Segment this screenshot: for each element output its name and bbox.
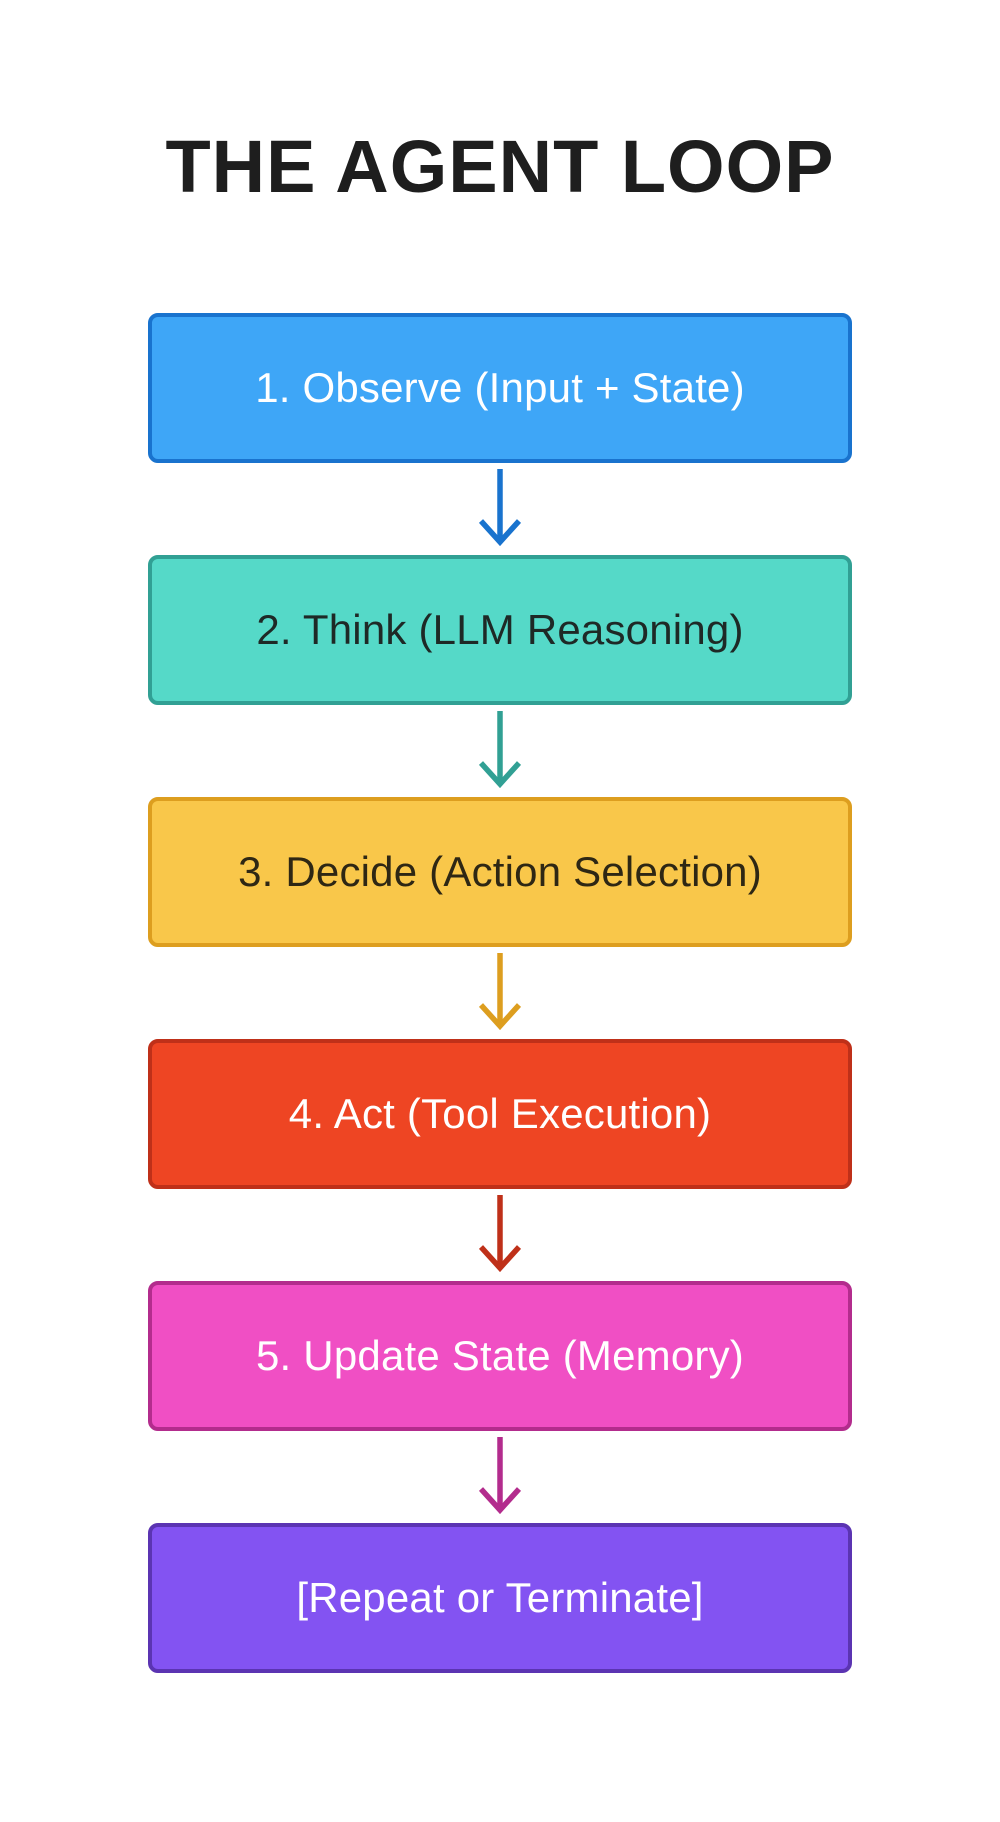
step-box-update-state: 5. Update State (Memory) [148, 1281, 852, 1431]
arrow-down-icon-act-to-update-state [478, 1195, 522, 1273]
step-box-repeat-or-terminate: [Repeat or Terminate] [148, 1523, 852, 1673]
arrow-down-icon-update-state-to-repeat [478, 1437, 522, 1515]
step-label-act: 4. Act (Tool Execution) [288, 1090, 712, 1137]
step-box-observe: 1. Observe (Input + State) [148, 313, 852, 463]
step-box-think: 2. Think (LLM Reasoning) [148, 555, 852, 705]
step-label-observe: 1. Observe (Input + State) [255, 364, 745, 411]
step-box-act: 4. Act (Tool Execution) [148, 1039, 852, 1189]
arrow-down-icon-observe-to-think [478, 469, 522, 547]
step-label-update-state: 5. Update State (Memory) [256, 1332, 744, 1379]
step-box-decide: 3. Decide (Action Selection) [148, 797, 852, 947]
step-label-think: 2. Think (LLM Reasoning) [256, 606, 744, 653]
step-label-decide: 3. Decide (Action Selection) [238, 848, 762, 895]
arrow-down-icon-decide-to-act [478, 953, 522, 1031]
step-label-repeat-or-terminate: [Repeat or Terminate] [296, 1574, 704, 1621]
flowchart-column: 1. Observe (Input + State) 2. Think (LLM… [148, 313, 852, 1673]
diagram-title: THE AGENT LOOP [165, 125, 835, 208]
arrow-down-icon-think-to-decide [478, 711, 522, 789]
